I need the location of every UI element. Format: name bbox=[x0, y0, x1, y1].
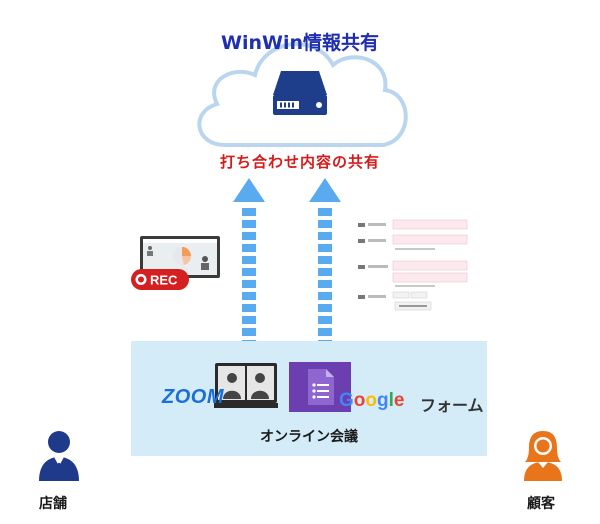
cloud-title: WinWin情報共有 bbox=[221, 32, 379, 54]
google-forms-icon bbox=[289, 362, 351, 412]
google-letter: e bbox=[393, 390, 405, 411]
google-letter: l bbox=[388, 390, 394, 411]
server-icon bbox=[273, 71, 327, 115]
google-letter: o bbox=[365, 390, 377, 411]
google-logo: Google bbox=[339, 390, 404, 412]
google-letter: o bbox=[353, 390, 366, 411]
video-recording-icon: REC bbox=[131, 236, 220, 290]
customer-person-icon bbox=[524, 431, 562, 481]
online-meeting-label: オンライン会議 bbox=[260, 429, 358, 445]
google-letter: g bbox=[377, 390, 389, 411]
customer-label: 顧客 bbox=[527, 496, 555, 512]
store-label: 店舗 bbox=[39, 496, 67, 512]
google-letter: G bbox=[339, 390, 354, 411]
upload-arrow-right bbox=[309, 178, 341, 342]
forms-label: フォーム bbox=[420, 396, 484, 415]
rec-badge: REC bbox=[150, 273, 178, 288]
store-person-icon bbox=[39, 431, 79, 481]
zoom-logo: ZOOM bbox=[162, 386, 224, 408]
share-label: 打ち合わせ内容の共有 bbox=[219, 153, 380, 171]
form-preview bbox=[358, 219, 468, 311]
video-call-icon bbox=[214, 363, 278, 408]
upload-arrow-left bbox=[233, 178, 265, 342]
